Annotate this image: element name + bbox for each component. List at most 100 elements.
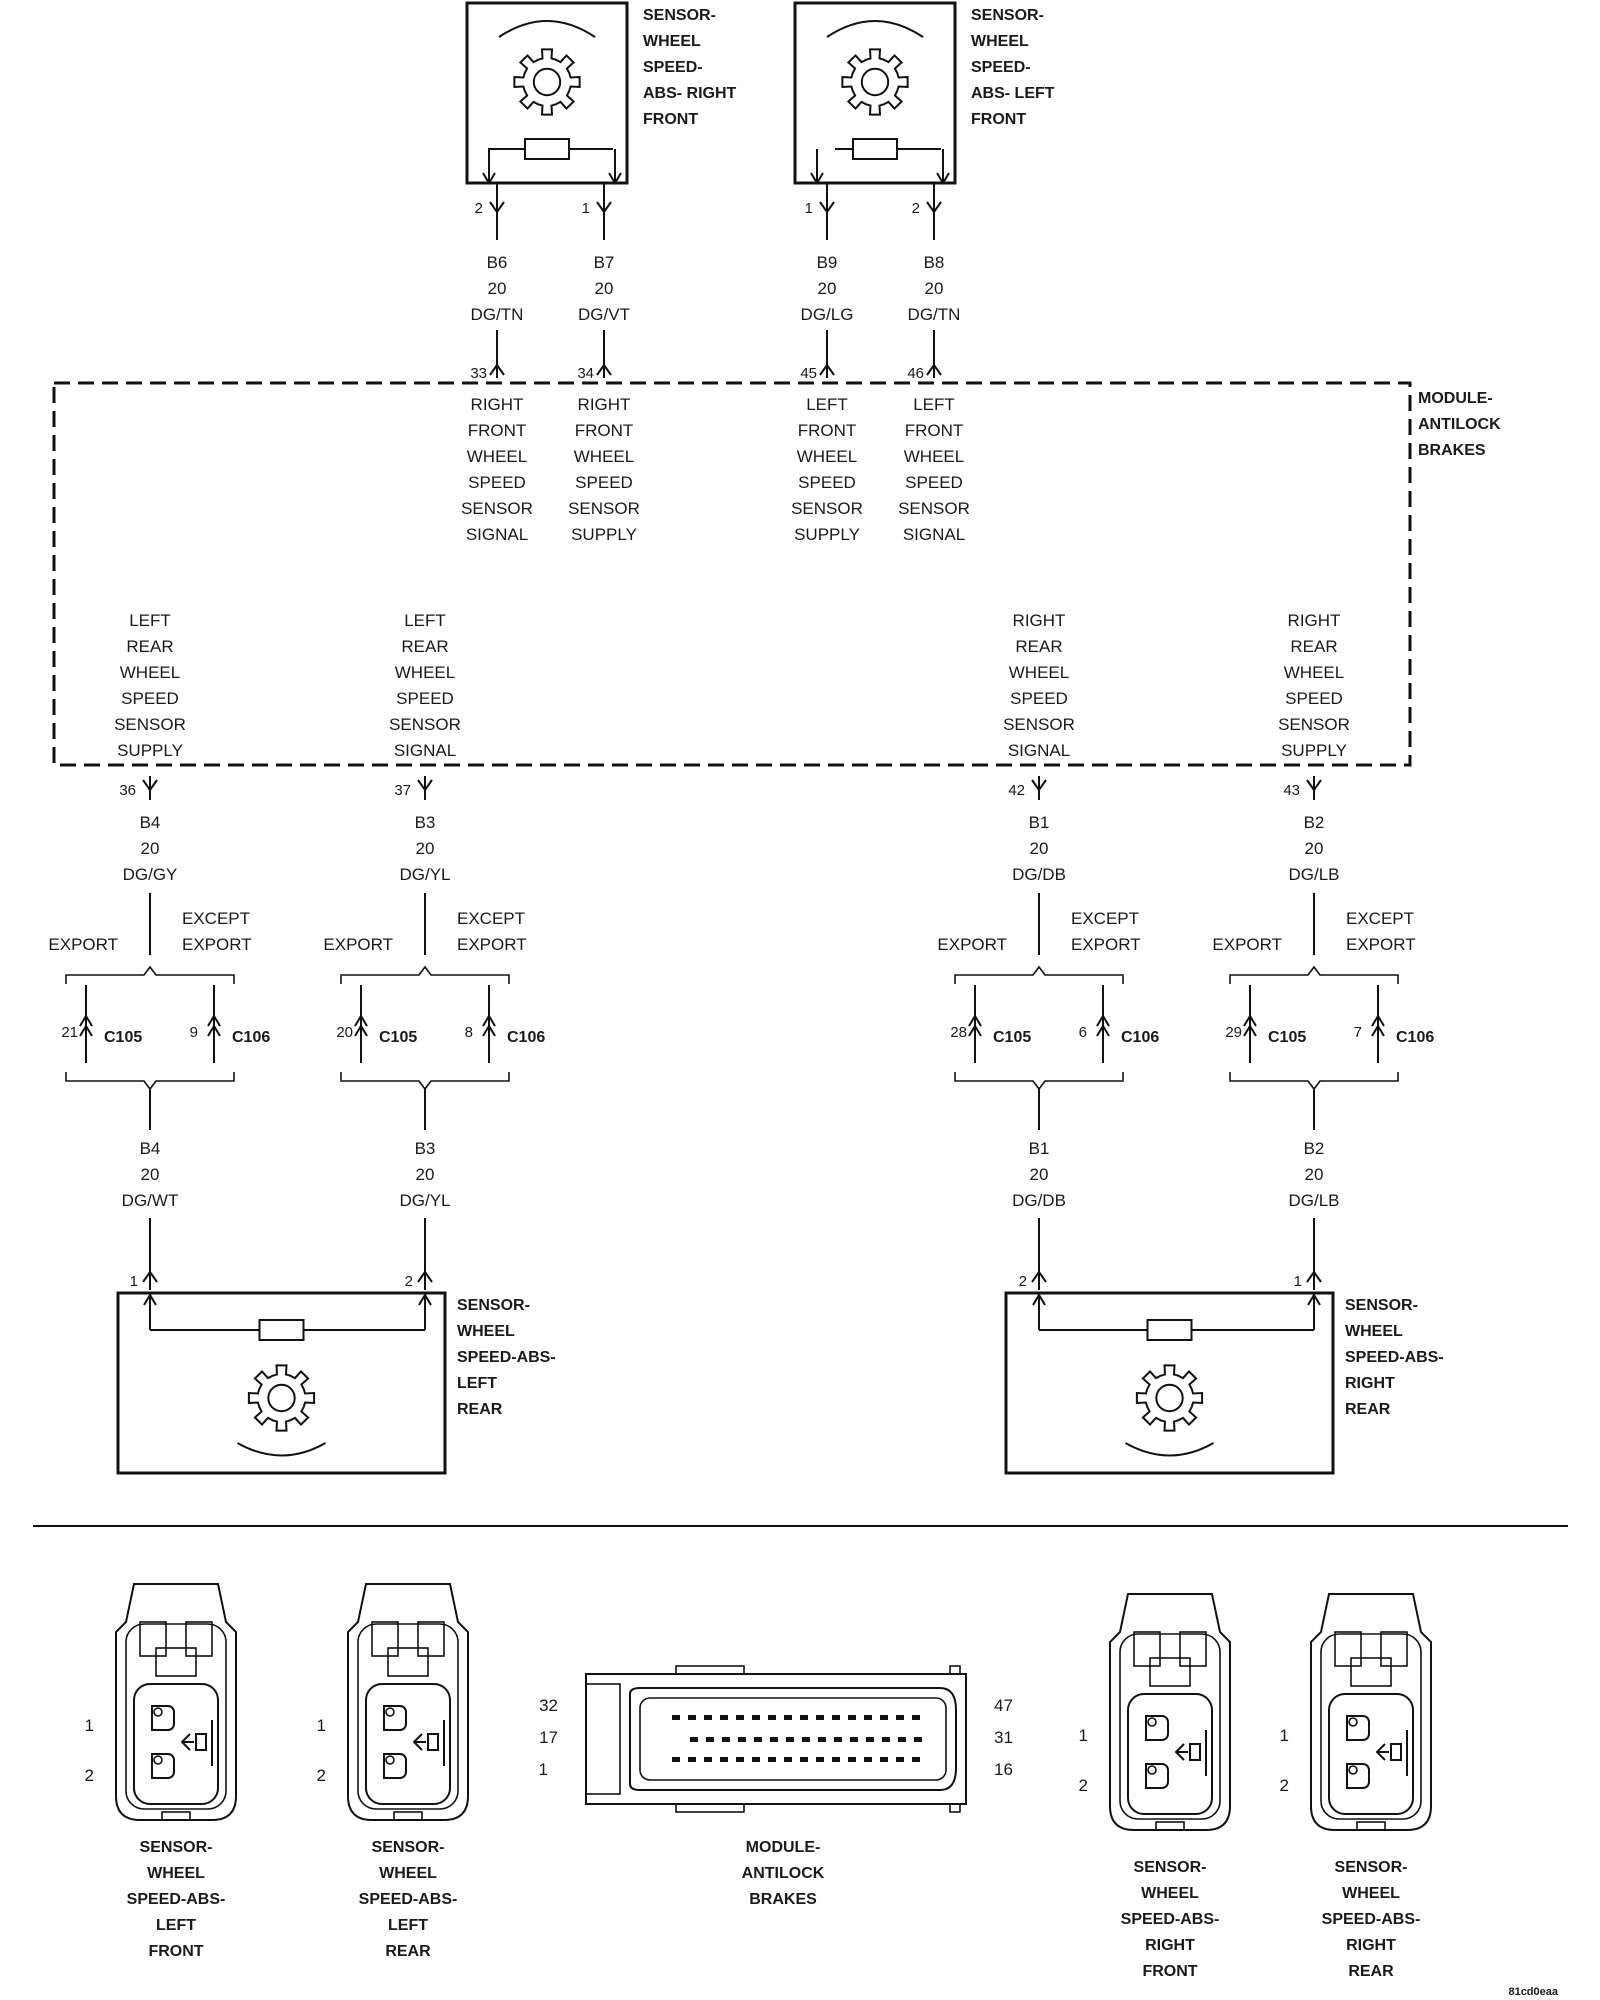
module-pin-cavity	[896, 1757, 904, 1762]
pin-number: 1	[539, 1760, 548, 1779]
module-pin-number: 36	[119, 782, 136, 799]
wire-gauge: 20	[925, 279, 944, 298]
connector-caption: WHEEL	[1141, 1885, 1199, 1902]
pin-function: FRONT	[468, 421, 527, 440]
wire-gauge: 20	[488, 279, 507, 298]
connector-body	[115, 1583, 237, 1821]
option-brace	[954, 965, 1124, 984]
module-pin-cavity	[864, 1715, 872, 1720]
circuit-bottom-B2: RIGHTREARWHEELSPEEDSENSORSUPPLY43B220DG/…	[1212, 611, 1434, 1290]
terminal-2	[383, 1753, 407, 1779]
pin-function: WHEEL	[904, 447, 964, 466]
arrow-icon	[1096, 1024, 1110, 1037]
pin-function: FRONT	[905, 421, 964, 440]
except-export-label: EXCEPT	[182, 909, 250, 928]
pin-function: WHEEL	[120, 663, 180, 682]
rotation-arc	[237, 1442, 326, 1457]
pin-number: 2	[85, 1766, 94, 1785]
key-icon	[412, 1720, 445, 1766]
latch	[417, 1621, 445, 1657]
connector-body	[347, 1583, 469, 1821]
wire-gauge: 20	[1030, 1165, 1049, 1184]
module-pin-cavity	[672, 1757, 680, 1762]
module-pin-cavity	[832, 1757, 840, 1762]
module-label: BRAKES	[1418, 442, 1486, 459]
arrow-icon	[1243, 1014, 1257, 1027]
terminal-1	[383, 1705, 407, 1731]
option-brace	[1229, 965, 1399, 984]
terminal-2	[151, 1753, 175, 1779]
wire-color: DG/LB	[1288, 1191, 1339, 1210]
connector-c105: C105	[1268, 1029, 1306, 1046]
connector-caption: ANTILOCK	[742, 1865, 825, 1882]
terminal-dot	[153, 1707, 163, 1717]
arrow-icon	[810, 172, 824, 185]
module-pin-cavity	[736, 1715, 744, 1720]
pin-number: 2	[475, 200, 483, 217]
latch	[371, 1621, 399, 1657]
connector-c105: C105	[993, 1029, 1031, 1046]
arrow-icon	[1371, 1024, 1385, 1037]
connector-body	[1310, 1593, 1432, 1831]
module-pin-cavity	[706, 1737, 714, 1742]
connector-caption: SPEED-ABS-	[127, 1891, 226, 1908]
pin-number: 1	[1294, 1273, 1302, 1290]
module-face-inner	[639, 1697, 947, 1781]
module-pin-cavity	[834, 1737, 842, 1742]
module-pin-cavity	[752, 1757, 760, 1762]
gear-hub	[860, 67, 890, 97]
module-pin-cavity	[690, 1737, 698, 1742]
pin-number: 47	[994, 1696, 1013, 1715]
pin-number: 2	[405, 1273, 413, 1290]
connector-caption: LEFT	[156, 1917, 196, 1934]
sensor-label: WHEEL	[1345, 1323, 1403, 1340]
lock-tab	[1155, 1821, 1185, 1831]
connector-pin-number: 29	[1225, 1024, 1242, 1041]
sensor-label: SENSOR-	[971, 7, 1044, 24]
module-pin-cavity	[882, 1737, 890, 1742]
connector-cavity	[1328, 1693, 1414, 1815]
pin-function: LEFT	[913, 395, 955, 414]
arrow-icon	[482, 1024, 496, 1037]
connector-caption: FRONT	[1142, 1963, 1197, 1980]
pin-number: 1	[805, 200, 813, 217]
wire-color: DG/TN	[908, 305, 961, 324]
connector-caption: SPEED-ABS-	[1121, 1911, 1220, 1928]
module-pin-cavity	[848, 1715, 856, 1720]
export-label: EXPORT	[1212, 935, 1282, 954]
pin-number: 31	[994, 1728, 1013, 1747]
module-pin-cavity	[816, 1757, 824, 1762]
pin-function: WHEEL	[574, 447, 634, 466]
pin-function: SPEED	[575, 473, 633, 492]
arrow-icon	[968, 1014, 982, 1027]
module-pin-cavity	[786, 1737, 794, 1742]
circuit-top-B6: 2B620DG/TN33RIGHTFRONTWHEELSPEEDSENSORSI…	[461, 183, 533, 544]
module-pin-cavity	[704, 1757, 712, 1762]
sensor-label: WHEEL	[971, 33, 1029, 50]
except-export-label: EXCEPT	[1071, 909, 1139, 928]
connector-caption: BRAKES	[749, 1891, 817, 1908]
circuit-id: B2	[1304, 1139, 1325, 1158]
pin-number: 16	[994, 1760, 1013, 1779]
terminal-2	[1145, 1763, 1169, 1789]
connector-c106: C106	[507, 1029, 545, 1046]
pin-number: 32	[539, 1696, 558, 1715]
terminal-icon	[926, 363, 942, 376]
module-pin-cavity	[784, 1757, 792, 1762]
module-pin-cavity	[688, 1757, 696, 1762]
sensor-label: ABS- LEFT	[971, 85, 1055, 102]
module-pin-cavity	[704, 1715, 712, 1720]
lock-tab	[161, 1811, 191, 1821]
terminal-1	[151, 1705, 175, 1731]
module-pin-cavity	[736, 1757, 744, 1762]
module-pin-cavity	[672, 1715, 680, 1720]
circuit-bottom-B4: LEFTREARWHEELSPEEDSENSORSUPPLY36B420DG/G…	[48, 611, 270, 1290]
module-outline	[52, 381, 1412, 767]
connector-caption: REAR	[1348, 1963, 1394, 1980]
module-pin-cavity	[800, 1715, 808, 1720]
